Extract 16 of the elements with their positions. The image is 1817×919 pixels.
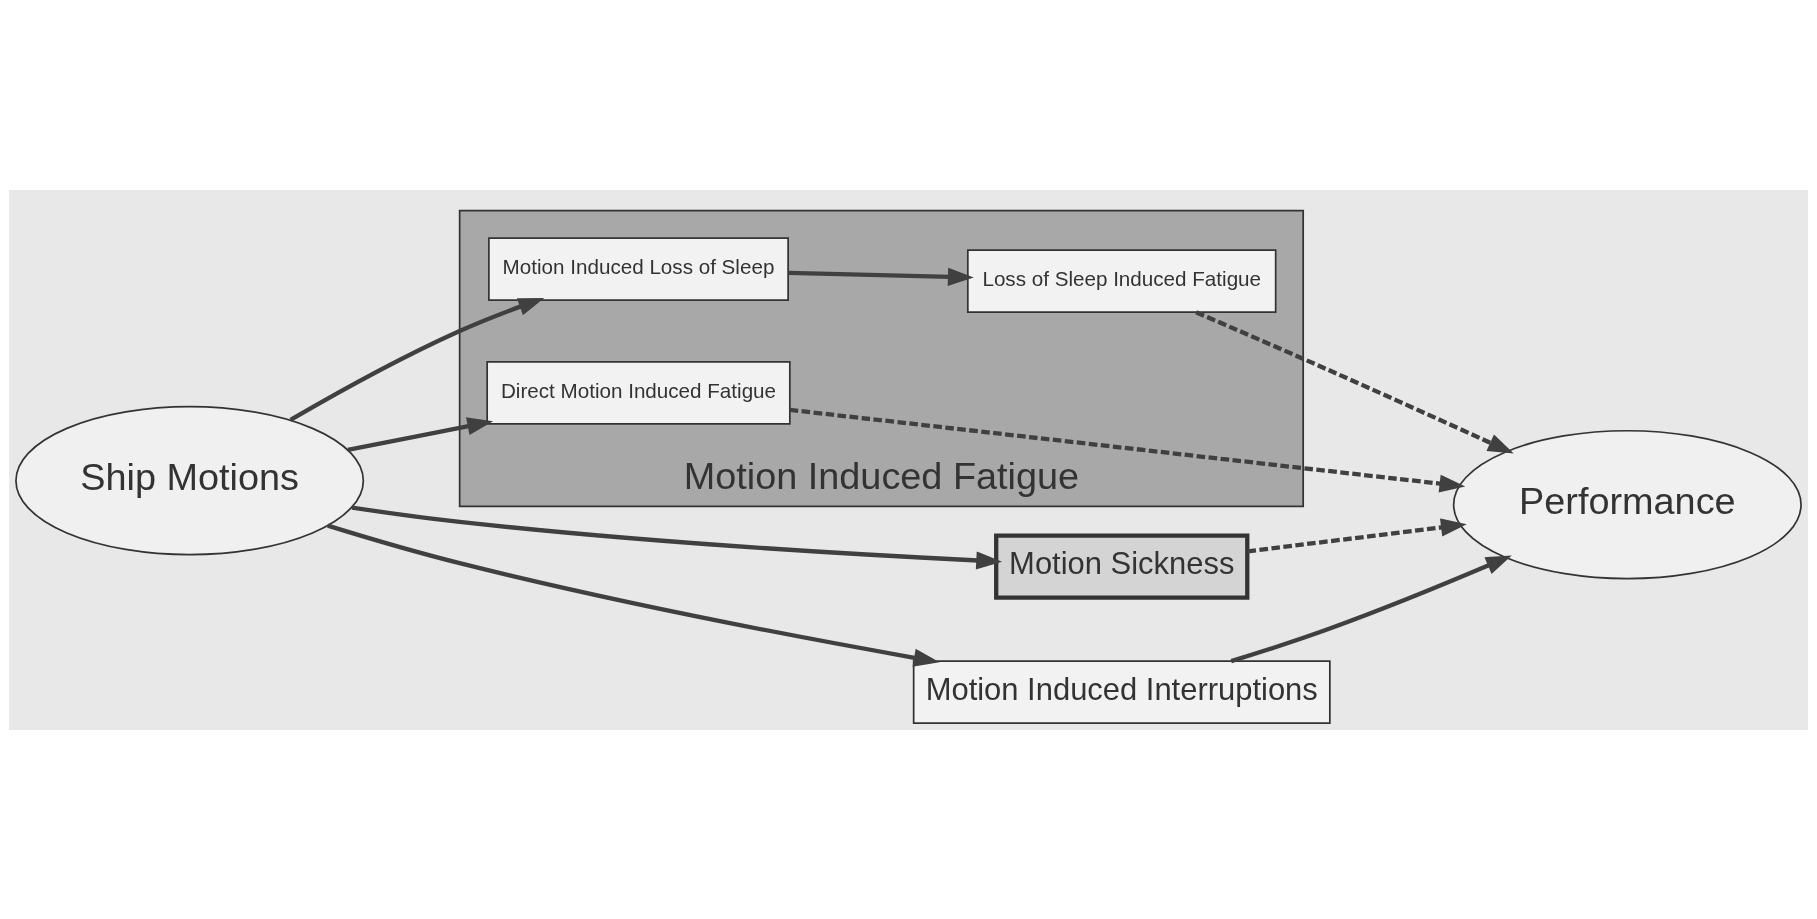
node-ellipse: Performance: [1452, 429, 1802, 579]
node-box: Motion Induced Loss of Sleep: [488, 236, 789, 301]
arrow: [789, 407, 1466, 493]
arrow: [347, 416, 494, 452]
node-box: Loss of Sleep Induced Fatigue: [966, 248, 1277, 313]
arrow: [327, 523, 940, 667]
node-ellipse: Ship Motions: [15, 405, 365, 555]
node-box: Motion Induced Interruptions: [912, 659, 1331, 724]
node-box: Motion Sickness: [994, 533, 1250, 600]
arrow: [1247, 517, 1467, 553]
arrow: [1230, 554, 1512, 663]
arrow: [788, 267, 974, 286]
arrow: [351, 505, 1003, 569]
arrow: [1195, 309, 1514, 453]
node-box: Direct Motion Induced Fatigue: [486, 360, 791, 425]
arrow: [289, 297, 545, 422]
